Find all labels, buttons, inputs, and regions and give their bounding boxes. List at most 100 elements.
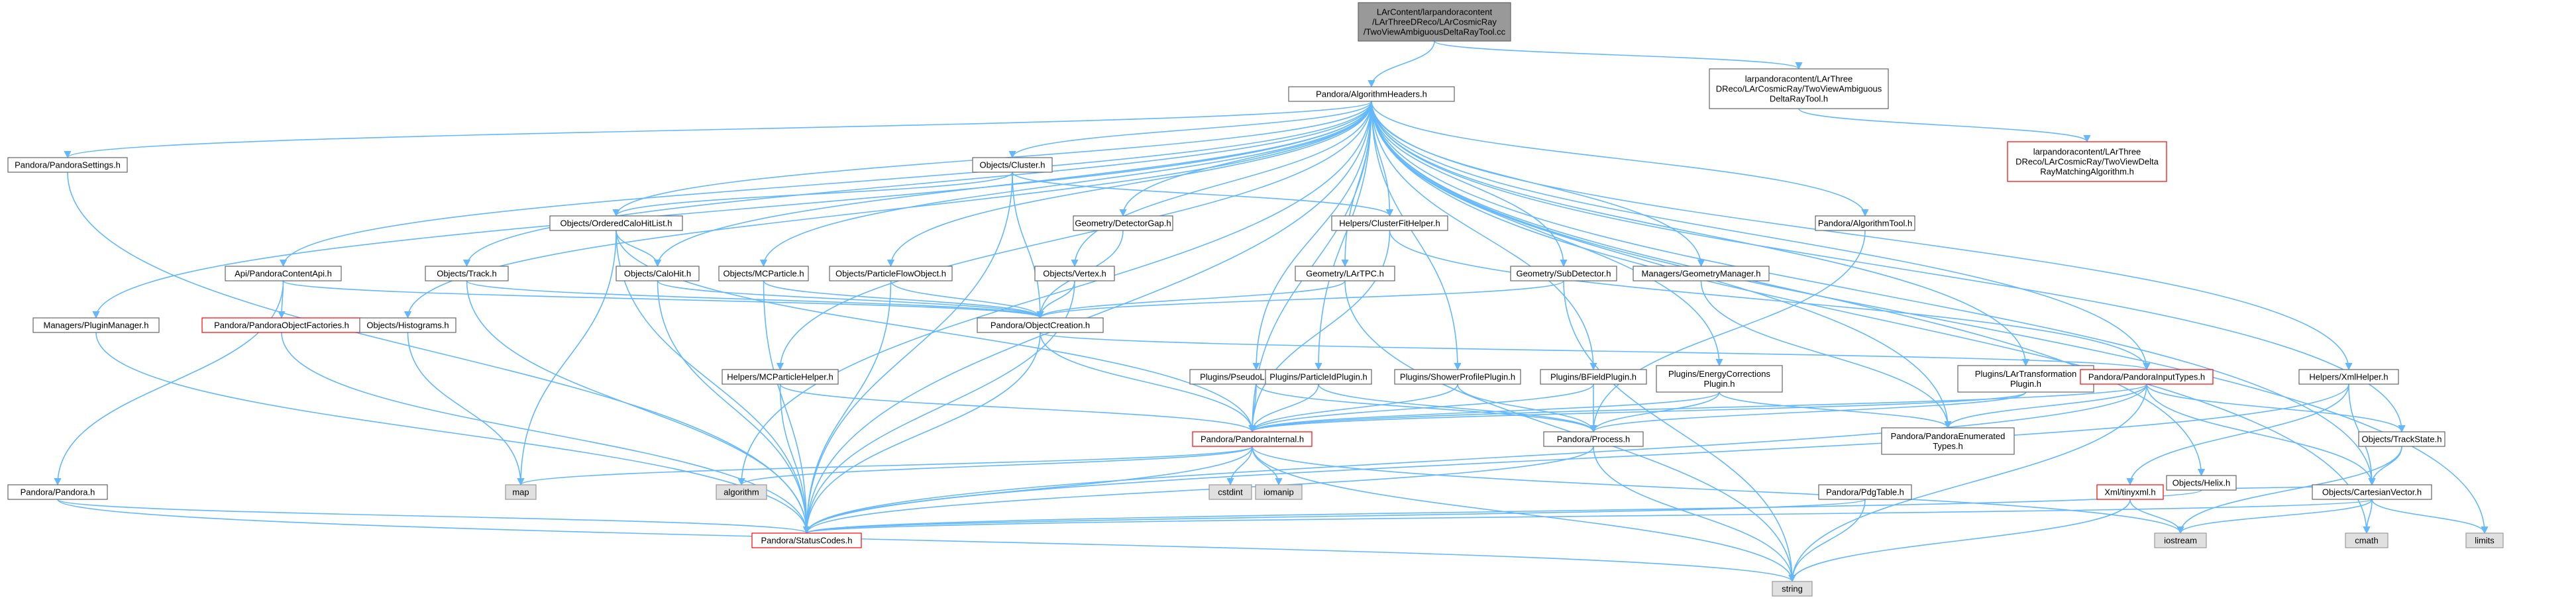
edge-geometry_lartpc-to-object_creation: [1036, 280, 1346, 319]
node-box: [425, 266, 509, 281]
node-label: Pandora/Pandora.h: [21, 487, 95, 497]
node-managers-plugin[interactable]: Managers/PluginManager.h: [32, 317, 160, 333]
node-geometry-detectorgap[interactable]: Geometry/DetectorGap.h: [1073, 215, 1173, 231]
node-box: [1543, 431, 1644, 447]
node-box: [1394, 369, 1521, 385]
node-label: Plugins/ParticleIdPlugin.h: [1269, 372, 1367, 382]
node-label: string: [1782, 584, 1803, 594]
node-objects-pfo[interactable]: Objects/ParticleFlowObject.h: [829, 266, 953, 281]
node-helpers-mcparticle[interactable]: Helpers/MCParticleHelper.h: [722, 369, 839, 385]
node-plugins-bfield[interactable]: Plugins/BFieldPlugin.h: [1540, 369, 1647, 385]
edge-pandora_process-to-string: [1593, 446, 1796, 583]
node-label: Pandora/AlgorithmTool.h: [1818, 219, 1912, 228]
node-algorithm[interactable]: algorithm: [716, 484, 767, 500]
node-statuscodes[interactable]: Pandora/StatusCodes.h: [751, 532, 862, 548]
edge-pandora_settings-to-statuscodes: [67, 172, 811, 534]
edge-algo_headers-to-objects_trackstate: [1371, 101, 2406, 433]
node-map[interactable]: map: [505, 484, 537, 500]
node-objects-helix[interactable]: Objects/Helix.h: [2166, 475, 2237, 491]
node-box: [2096, 484, 2164, 500]
edge-object_creation-to-pandora_inputtypes: [1040, 332, 2150, 371]
edge-algo_headers-to-statuscodes: [802, 101, 1372, 534]
node-iomanip[interactable]: iomanip: [1255, 484, 1303, 500]
node-objects-calohit[interactable]: Objects/CaloHit.h: [616, 266, 700, 281]
node-plugins-particleid[interactable]: Plugins/ParticleIdPlugin.h: [1265, 369, 1372, 385]
edge-objects_cartesian-to-limits: [2371, 499, 2489, 534]
edge-pandora_inputtypes-to-string: [1788, 383, 2147, 583]
node-box: [616, 266, 700, 281]
node-objects-cluster[interactable]: Objects/Cluster.h: [972, 157, 1053, 173]
edge-algo_headers-to-plugins_energycorr: [1371, 101, 1723, 367]
node-box: [751, 532, 862, 548]
node-cstdint[interactable]: cstdint: [1208, 484, 1252, 500]
edge-pandora_inputtypes-to-objects_cartesian: [2146, 383, 2376, 486]
node-objects-trackstate[interactable]: Objects/TrackState.h: [2358, 431, 2445, 447]
node-pandora-internal[interactable]: Pandora/PandoraInternal.h: [1192, 431, 1313, 447]
edge-pandora_pandora-to-statuscodes: [57, 499, 810, 534]
edge-plugins_particleid-to-pandora_process: [1318, 383, 1597, 433]
node-geometry-subdetector[interactable]: Geometry/SubDetector.h: [1510, 266, 1617, 281]
node-helpers-xmlhelper[interactable]: Helpers/XmlHelper.h: [2298, 369, 2399, 385]
node-iostream[interactable]: iostream: [2154, 532, 2207, 548]
edge-algo_headers-to-plugins_pseudolayer: [1252, 101, 1372, 371]
edge-algo_headers-to-cmath: [1371, 101, 2371, 534]
node-ordered-calohitlist[interactable]: Objects/OrderedCaloHitList.h: [549, 215, 683, 231]
edge-objects_cluster-to-object_creation: [1012, 172, 1044, 319]
edge-pandora_inputtypes-to-objects_trackstate: [2146, 383, 2406, 433]
node-pandora-process[interactable]: Pandora/Process.h: [1543, 431, 1644, 447]
node-label: Objects/MCParticle.h: [723, 269, 804, 279]
node-helpers-clusterfithelper[interactable]: Helpers/ClusterFitHelper.h: [1331, 215, 1448, 231]
node-label: Objects/Vertex.h: [1043, 269, 1106, 279]
node-pandora-pandora[interactable]: Pandora/Pandora.h: [7, 484, 108, 500]
node-label: LArContent/larpandoracontent/LArThreeDRe…: [1364, 7, 1506, 37]
node-pandora-inputtypes[interactable]: Pandora/PandoraInputTypes.h: [2080, 369, 2214, 385]
node-object-creation[interactable]: Pandora/ObjectCreation.h: [977, 317, 1104, 333]
edge-object_factories-to-statuscodes: [281, 332, 811, 534]
edge-objects_track-to-object_creation: [466, 280, 1044, 319]
edge-object_creation-to-pandora_internal: [1040, 332, 1256, 433]
edge-managers_plugin-to-statuscodes: [95, 332, 811, 534]
node-managers-geometry[interactable]: Managers/GeometryManager.h: [1633, 266, 1770, 281]
node-label: Plugins/ShowerProfilePlugin.h: [1400, 372, 1515, 382]
node-pandora-pdgtable[interactable]: Pandora/PdgTable.h: [1818, 484, 1912, 500]
node-label: Pandora/StatusCodes.h: [761, 536, 852, 546]
node-objects-vertex[interactable]: Objects/Vertex.h: [1034, 266, 1115, 281]
node-objects-mcparticle[interactable]: Objects/MCParticle.h: [718, 266, 809, 281]
node-objects-track[interactable]: Objects/Track.h: [425, 266, 509, 281]
node-label: Pandora/PdgTable.h: [1826, 487, 1904, 497]
node-box: [225, 266, 342, 281]
node-root[interactable]: LArContent/larpandoracontent/LArThreeDRe…: [1358, 2, 1511, 42]
node-plugins-showerprofile[interactable]: Plugins/ShowerProfilePlugin.h: [1394, 369, 1521, 385]
node-label: iostream: [2164, 536, 2197, 546]
edge-ordered_calohitlist-to-pandora_internal: [616, 230, 1256, 433]
node-api-contentapi[interactable]: Api/PandoraContentApi.h: [225, 266, 342, 281]
node-box: [1295, 266, 1395, 281]
edge-ordered_calohitlist-to-objects_calohit: [616, 230, 662, 268]
node-xml-tinyxml[interactable]: Xml/tinyxml.h: [2096, 484, 2164, 500]
node-string[interactable]: string: [1772, 581, 1813, 597]
node-algo-headers[interactable]: Pandora/AlgorithmHeaders.h: [1288, 86, 1455, 102]
node-pandora-algorithmtool[interactable]: Pandora/AlgorithmTool.h: [1815, 215, 1915, 231]
node-box: [1510, 266, 1617, 281]
node-box: [1034, 266, 1115, 281]
node-limits[interactable]: limits: [2465, 532, 2504, 548]
edges-layer: [54, 40, 2489, 583]
edge-objects_calohit-to-statuscodes: [657, 280, 811, 534]
node-cmath[interactable]: cmath: [2345, 532, 2388, 548]
node-box: [1331, 215, 1448, 231]
node-geometry-lartpc[interactable]: Geometry/LArTPC.h: [1295, 266, 1395, 281]
node-object-factories[interactable]: Pandora/PandoraObjectFactories.h: [201, 317, 362, 333]
edge-pandora_internal-to-iostream: [1252, 446, 2184, 534]
node-objects-cartesian[interactable]: Objects/CartesianVector.h: [2312, 484, 2432, 500]
node-label: Pandora/PandoraSettings.h: [15, 160, 121, 170]
node-box: [1957, 365, 2094, 393]
edge-algo_headers-to-helpers_mcparticle: [776, 101, 1372, 371]
node-pandora-settings[interactable]: Pandora/PandoraSettings.h: [7, 157, 128, 173]
node-objects-histograms[interactable]: Objects/Histograms.h: [359, 317, 456, 333]
